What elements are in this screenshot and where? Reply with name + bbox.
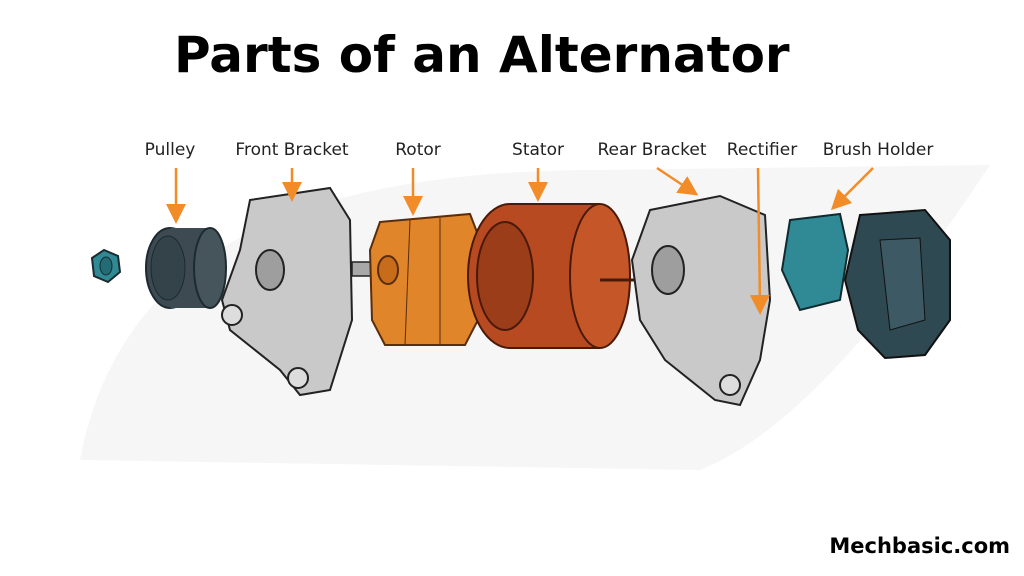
rotor xyxy=(368,212,482,346)
nut xyxy=(90,248,122,284)
label-front-bracket: Front Bracket xyxy=(235,140,349,160)
label-rectifier: Rectifier xyxy=(726,140,798,160)
label-rear-bracket: Rear Bracket xyxy=(597,140,707,160)
label-brush-holder: Brush Holder xyxy=(822,140,934,160)
label-pulley: Pulley xyxy=(144,140,196,160)
rear-cover xyxy=(843,208,951,360)
diagram-title: Parts of an Alternator xyxy=(174,26,790,84)
arrow-rectifier xyxy=(749,167,770,315)
front-bracket xyxy=(220,186,354,397)
pulley xyxy=(145,227,227,309)
arrow-brush-holder xyxy=(830,167,874,211)
brand-watermark: Mechbasic.com xyxy=(829,534,1010,558)
label-rotor: Rotor xyxy=(395,140,441,160)
callout-arrows xyxy=(166,166,874,315)
label-stator: Stator xyxy=(512,140,564,160)
rear-bracket xyxy=(630,194,772,407)
arrow-rear-bracket xyxy=(656,166,699,196)
brush-holder xyxy=(780,212,850,312)
stator xyxy=(467,203,640,349)
